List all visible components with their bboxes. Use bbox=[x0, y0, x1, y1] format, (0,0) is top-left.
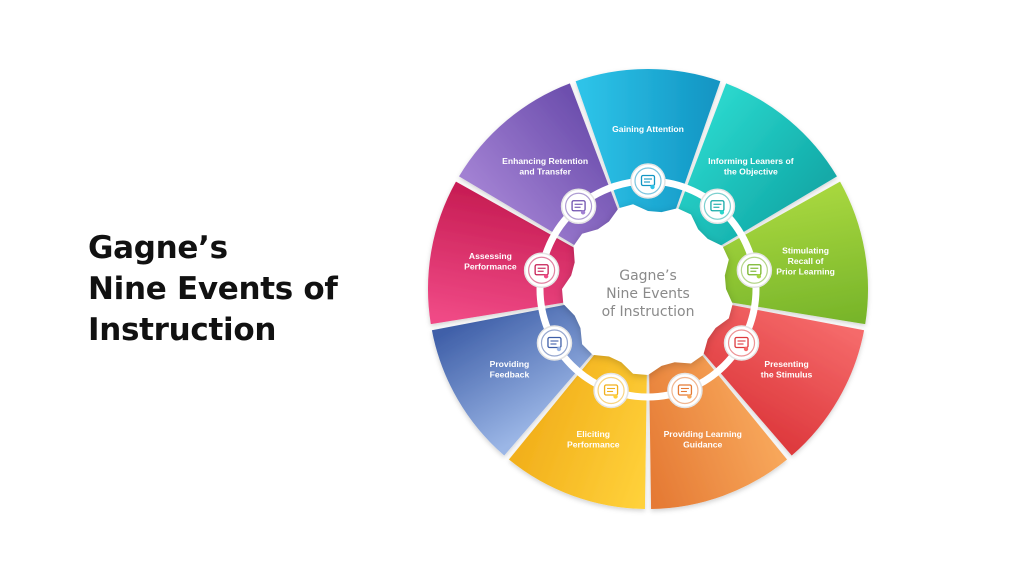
hub-line-2: Nine Events bbox=[606, 286, 690, 302]
title-line-3: Instruction bbox=[88, 312, 277, 348]
segment-5-label-line-2: Guidance bbox=[683, 440, 722, 450]
hub-gear bbox=[562, 204, 733, 375]
segment-7-label-line-2: Feedback bbox=[490, 369, 530, 379]
mentor-icon bbox=[667, 372, 703, 409]
presentation-board-icon bbox=[699, 188, 736, 225]
segment-8 bbox=[427, 181, 594, 325]
group-meeting-icon bbox=[736, 252, 773, 288]
assessment-document-icon bbox=[523, 252, 560, 288]
segment-4-label-line-1: Presenting bbox=[764, 359, 808, 369]
feedback-clipboard-icon bbox=[536, 325, 573, 361]
segment-3-label-line-2: Recall of bbox=[788, 256, 824, 266]
segment-8-label-line-2: Performance bbox=[464, 261, 517, 271]
segment-8-label-line-1: Assessing bbox=[469, 251, 512, 261]
segment-6-label-line-2: Performance bbox=[567, 440, 620, 450]
segment-1 bbox=[575, 69, 721, 231]
speaker-podium-icon bbox=[723, 325, 760, 361]
segment-2-label-line-1: Informing Leaners of bbox=[708, 156, 794, 166]
hub-line-3: of Instruction bbox=[602, 304, 695, 320]
segment-9-label-line-2: and Transfer bbox=[519, 167, 571, 177]
segment-4-label-line-2: the Stimulus bbox=[761, 369, 813, 379]
segment-5-label-line-1: Providing Learning bbox=[664, 429, 742, 439]
segment-6-label-line-1: Eliciting bbox=[577, 429, 610, 439]
page-title: Gagne’s Nine Events of Instruction bbox=[88, 228, 338, 351]
segment-3-label-line-3: Prior Learning bbox=[776, 267, 835, 277]
head-gear-icon bbox=[630, 163, 666, 199]
title-line-2: Nine Events of bbox=[88, 271, 338, 307]
segment-7-label-line-1: Providing bbox=[490, 359, 530, 369]
performance-chart-icon bbox=[593, 372, 629, 409]
title-line-1: Gagne’s bbox=[88, 230, 228, 266]
hub-line-1: Gagne’s bbox=[619, 268, 677, 284]
segment-1-label-line-1: Gaining Attention bbox=[612, 124, 684, 134]
segment-3 bbox=[702, 181, 868, 325]
segment-9-label-line-1: Enhancing Retention bbox=[502, 156, 588, 166]
transfer-network-icon bbox=[560, 188, 597, 225]
segment-3-label-line-1: Stimulating bbox=[782, 246, 829, 256]
hub-layer: Gagne’s Nine Events of Instruction bbox=[562, 204, 733, 375]
segment-2-label-line-2: the Objective bbox=[724, 167, 778, 177]
icons-layer bbox=[523, 163, 773, 409]
